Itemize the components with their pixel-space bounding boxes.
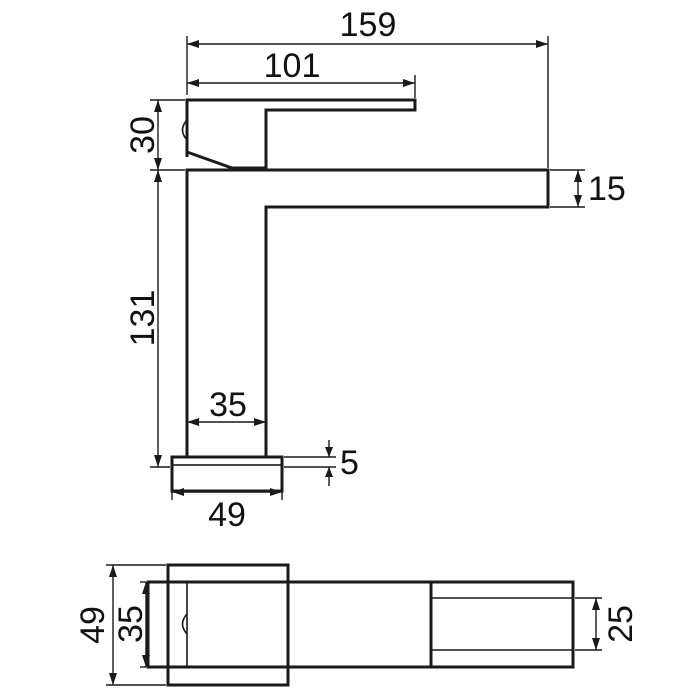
dimension-131: 131 — [124, 170, 170, 468]
dimension-35-top: 35 — [112, 581, 150, 668]
dimension-49-top: 49 — [74, 564, 166, 686]
dimension-49-base: 49 — [171, 488, 283, 534]
top-view — [146, 563, 575, 687]
dim-label-lever-height: 30 — [124, 116, 162, 154]
base-plate — [170, 455, 284, 493]
dim-label-body-width: 35 — [209, 386, 247, 424]
dim-label-overall-length: 159 — [340, 6, 397, 44]
dimension-159: 159 — [186, 6, 549, 168]
dim-label-base-depth: 49 — [74, 606, 112, 644]
top-base-plate — [166, 563, 290, 687]
base-plate-top-step — [171, 456, 283, 466]
side-view — [170, 98, 550, 493]
dimension-35-body: 35 — [187, 386, 266, 426]
lever-handle — [185, 98, 417, 170]
dim-label-base-width: 49 — [208, 496, 246, 534]
dim-label-body-depth: 35 — [112, 605, 150, 643]
top-spout — [429, 580, 575, 669]
dim-label-body-height: 131 — [124, 290, 162, 347]
dim-label-spout-thickness: 15 — [588, 170, 626, 208]
dim-label-base-height: 5 — [340, 444, 359, 482]
dim-label-lever-length: 101 — [264, 47, 321, 85]
dimension-15: 15 — [550, 169, 626, 208]
dimension-5: 5 — [284, 440, 359, 486]
dim-label-spout-depth: 25 — [602, 605, 640, 643]
dimension-25: 25 — [575, 597, 640, 651]
body-and-spout — [185, 168, 550, 457]
top-pivot-arc — [181, 613, 188, 635]
lever-pivot-arc — [181, 119, 188, 141]
dimension-30: 30 — [124, 99, 185, 171]
dimension-101: 101 — [187, 47, 416, 98]
